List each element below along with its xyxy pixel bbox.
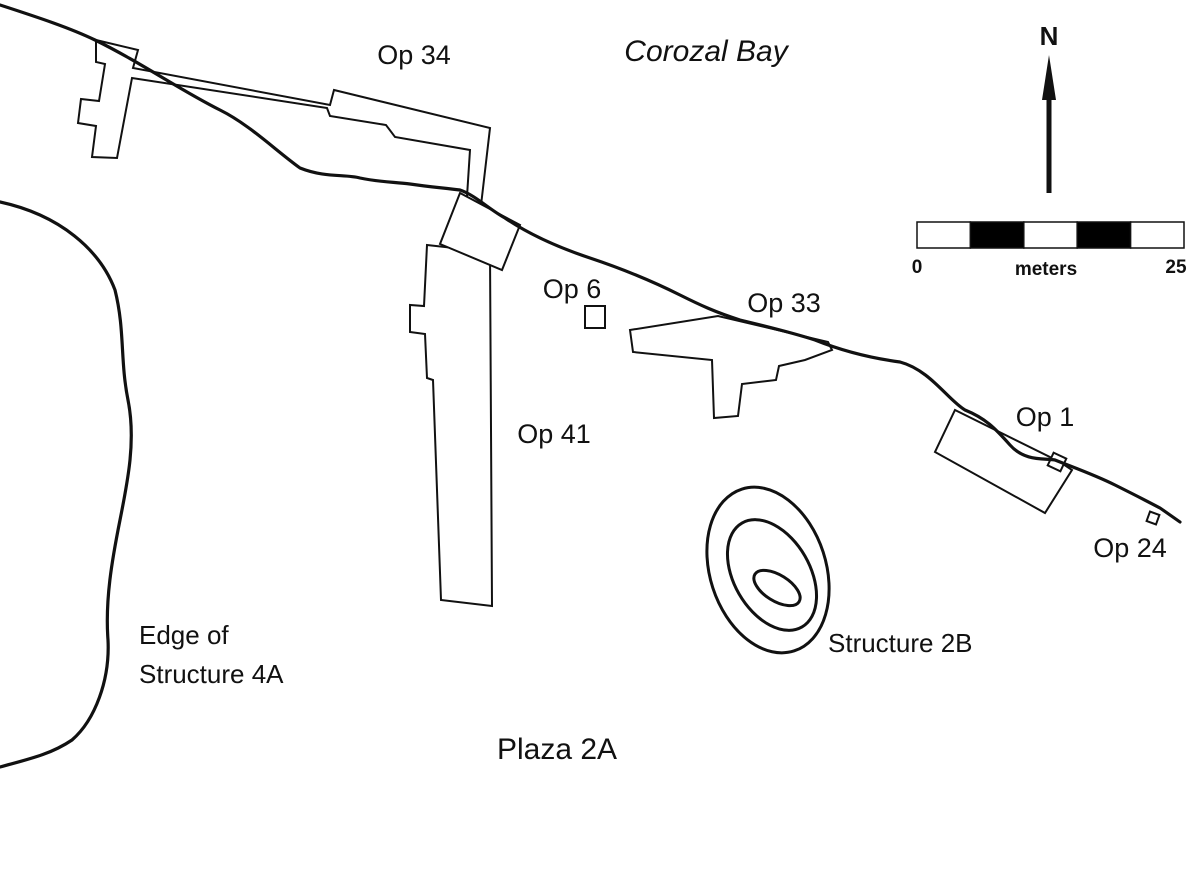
op1-excavation-outline [933, 408, 1074, 515]
op33-excavation-outline [628, 314, 834, 420]
structure-2b-label: Structure 2B [828, 628, 973, 658]
plaza-2a-label: Plaza 2A [497, 733, 617, 766]
scale-segment-1 [916, 221, 972, 249]
structure-2b-summit-contour [752, 568, 802, 608]
corozal-bay-label: Corozal Bay [624, 35, 789, 68]
north-arrowhead-icon [1042, 55, 1056, 100]
op33-label: Op 33 [747, 288, 821, 318]
op1-label: Op 1 [1016, 402, 1075, 432]
structure-2b-middle-contour [725, 518, 819, 632]
shoreline [0, 3, 1182, 524]
scale-min-label: 0 [912, 257, 923, 278]
structure-4a-edge [0, 200, 133, 769]
scale-segment-4 [1076, 221, 1132, 249]
scale-bar: 0 meters 25 [912, 221, 1187, 280]
scale-unit-label: meters [1015, 259, 1077, 280]
north-arrow: N [1040, 21, 1059, 193]
scale-segment-2 [969, 221, 1025, 249]
structure-2b-outer-contour [705, 485, 831, 655]
op41-excavation-outline [409, 243, 494, 608]
op24-label: Op 24 [1093, 533, 1167, 563]
scale-segment-3 [1023, 221, 1078, 249]
structure-4a-label-line1: Edge of [139, 620, 229, 650]
op24-excavation-outline [1145, 510, 1161, 526]
op6-excavation-outline [584, 305, 606, 329]
north-label: N [1040, 21, 1059, 51]
op41-label: Op 41 [517, 419, 591, 449]
op6-label: Op 6 [543, 274, 602, 304]
op34-excavation-outline [76, 38, 492, 216]
structure-4a-label-line2: Structure 4A [139, 659, 284, 689]
op34-label: Op 34 [377, 40, 451, 70]
scale-segment-5 [1129, 221, 1185, 249]
scale-max-label: 25 [1165, 257, 1187, 278]
